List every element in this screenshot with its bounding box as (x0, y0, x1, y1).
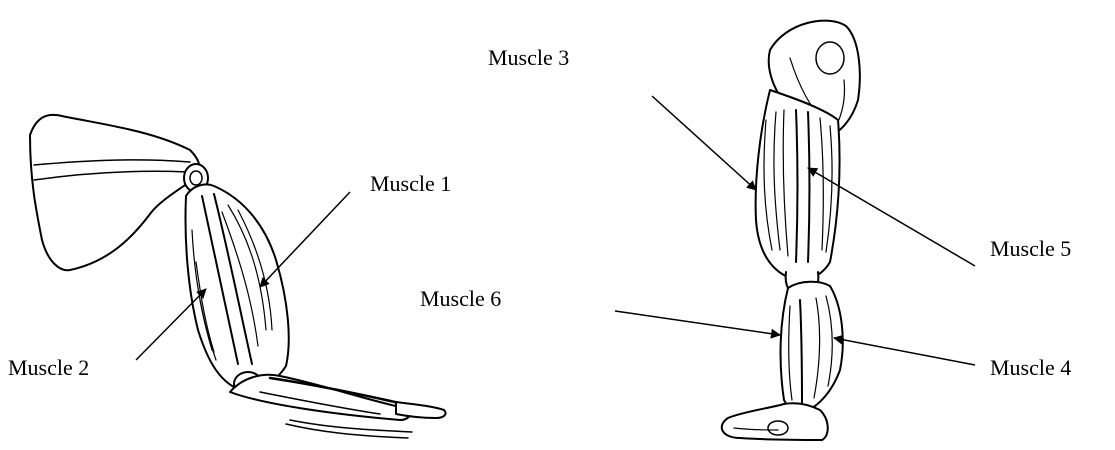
label-muscle-3: Muscle 3 (488, 45, 569, 70)
label-muscle-5: Muscle 5 (990, 236, 1071, 261)
lower-leg (781, 282, 843, 412)
label-muscle-6: Muscle 6 (420, 286, 501, 311)
hand (396, 402, 446, 418)
forearm (230, 375, 410, 420)
label-muscle-1: Muscle 1 (370, 171, 451, 196)
arrow-muscle-6 (615, 311, 780, 335)
label-muscle-2: Muscle 2 (8, 355, 89, 380)
arrow-muscle-3 (652, 96, 756, 190)
leg-illustration (722, 21, 860, 440)
label-muscle-4: Muscle 4 (990, 355, 1071, 380)
arrow-muscle-2 (136, 289, 206, 360)
arrow-muscle-1 (260, 192, 350, 287)
shoulder-blade (30, 115, 200, 270)
arm-illustration (30, 115, 446, 438)
arrow-muscle-4 (834, 338, 975, 365)
